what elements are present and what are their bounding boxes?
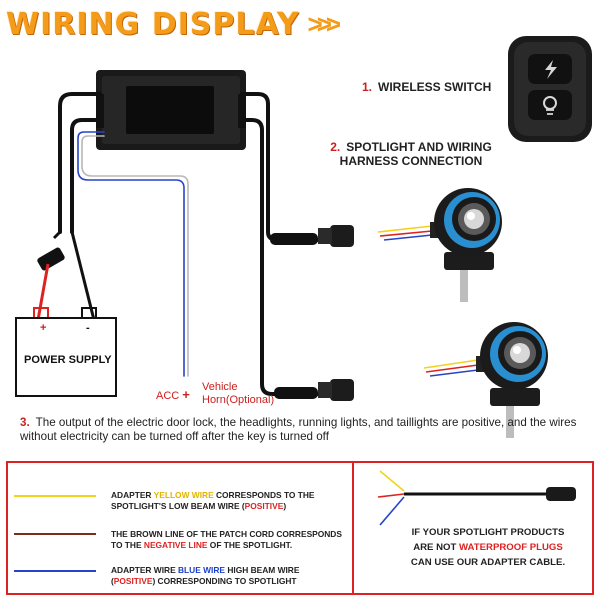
page-title: WIRING DISPLAY	[6, 6, 300, 42]
horn-line1: Vehicle	[202, 381, 238, 393]
step-number: 3.	[20, 416, 30, 429]
legend-divider	[352, 461, 354, 595]
acc-label: ACC +	[156, 388, 190, 403]
wire-legend-box	[6, 461, 594, 595]
spotlight-upper	[377, 188, 502, 302]
step-three-note: 3.The output of the electric door lock, …	[20, 416, 592, 444]
legend-swatches	[14, 470, 576, 572]
adapter-line2: ARE NOT WATERPROOF PLUGS	[413, 542, 563, 553]
step-number: 2.	[330, 140, 341, 154]
legend-blue-wire: ADAPTER WIRE BLUE WIRE HIGH BEAM WIRE (P…	[111, 565, 300, 586]
step-wireless-switch: 1. WIRELESS SWITCH	[362, 80, 491, 94]
controller-box	[96, 70, 246, 150]
adapter-note: IF YOUR SPOTLIGHT PRODUCTS ARE NOT WATER…	[378, 525, 598, 570]
adapter-line3: CAN USE OUR ADAPTER CABLE.	[410, 557, 566, 568]
step-label-line1: SPOTLIGHT AND WIRING	[346, 140, 492, 154]
harness-connector-bottom	[274, 379, 354, 401]
adapter-cable	[377, 470, 576, 526]
wireless-switch	[508, 36, 592, 142]
battery-negative-label: -	[86, 322, 90, 334]
legend-brown-wire: THE BROWN LINE OF THE PATCH CORD CORRESP…	[111, 529, 342, 550]
fuse-holder	[36, 230, 96, 321]
step-number: 1.	[362, 80, 373, 94]
power-supply-label: POWER SUPPLY	[24, 354, 112, 366]
spotlight-lower	[423, 322, 548, 438]
note-text: The output of the electric door lock, th…	[20, 416, 577, 443]
wiring-diagram	[15, 36, 592, 438]
acc-text: ACC	[156, 390, 180, 402]
battery-positive-label: +	[40, 322, 47, 334]
power-supply-box	[15, 317, 117, 397]
adapter-line1: IF YOUR SPOTLIGHT PRODUCTS	[411, 527, 565, 538]
step-label-line2: HARNESS CONNECTION	[339, 154, 483, 168]
horn-line2: Horn(Optional)	[202, 394, 275, 406]
step-spotlight-harness: 2. SPOTLIGHT AND WIRING HARNESS CONNECTIO…	[316, 140, 506, 168]
legend-yellow-wire: ADAPTER YELLOW WIRE CORRESPONDS TO THE S…	[111, 490, 315, 511]
step-label: WIRELESS SWITCH	[378, 80, 492, 94]
acc-plus: +	[182, 387, 190, 402]
harness-connector-top	[270, 225, 354, 247]
horn-label: Vehicle Horn(Optional)	[202, 381, 274, 407]
